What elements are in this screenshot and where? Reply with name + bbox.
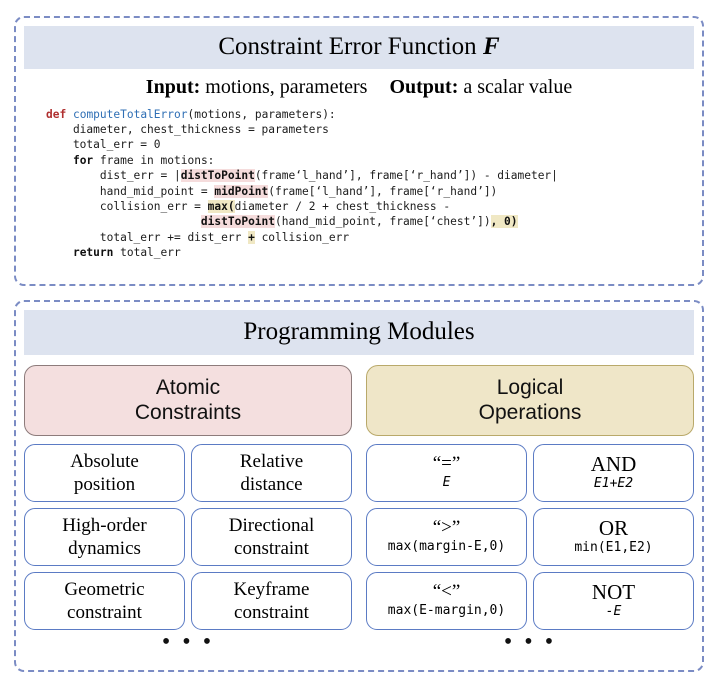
atomic-row-1: Absolute position Relative distance <box>24 443 352 502</box>
module-symbol: “=” <box>432 453 461 474</box>
module-keyframe-constraint[interactable]: Keyframe constraint <box>191 571 352 630</box>
module-formula: min(E1,E2) <box>574 539 653 555</box>
atomic-row-2: High-order dynamics Directional constrai… <box>24 507 352 566</box>
output-label: Output: <box>389 75 459 98</box>
logical-row-2: “>” max(margin-E,0) OR min(E1,E2) <box>366 507 694 566</box>
category-header-row: Atomic Constraints Logical Operations <box>24 364 694 436</box>
module-label-line1: Geometric <box>64 578 145 600</box>
atomic-ellipsis: • • • <box>161 628 215 655</box>
module-label-line1: Directional <box>228 514 315 536</box>
code-line5-pre: dist_err = | <box>46 169 181 183</box>
code-function-name: computeTotalError <box>72 107 188 121</box>
category-logical-operations[interactable]: Logical Operations <box>366 364 694 436</box>
code-line6-post: (frame[‘l_hand’], frame[‘r_hand’]) <box>268 184 498 198</box>
module-formula: -E <box>605 603 622 619</box>
code-block: def computeTotalError(motions, parameter… <box>16 101 702 261</box>
title-symbol-f: F <box>482 33 500 60</box>
module-label-line2: distance <box>240 473 303 495</box>
module-label-line2: constraint <box>67 601 142 623</box>
code-call-max: max( <box>207 199 235 213</box>
code-line7-pre: collision_err = <box>46 199 208 213</box>
programming-modules-title: Programming Modules <box>24 310 694 355</box>
code-line9-post: collision_err <box>254 230 350 244</box>
code-keyword-return: return <box>72 246 114 260</box>
code-line9-pre: total_err += dist_err <box>46 230 249 244</box>
module-symbol: “>” <box>432 517 461 538</box>
code-line8-mid: (hand_mid_point, frame[‘chest’]) <box>275 215 491 229</box>
code-max-tail: , 0) <box>490 215 518 229</box>
input-output-line: Input: motions, parameters Output: a scal… <box>16 69 702 101</box>
category-atomic-line2: Constraints <box>134 400 242 424</box>
module-formula: E <box>442 475 451 490</box>
module-geometric-constraint[interactable]: Geometric constraint <box>24 571 185 630</box>
atomic-constraints-grid: Absolute position Relative distance High… <box>24 443 352 630</box>
module-symbol: OR <box>598 515 629 540</box>
module-or-operator[interactable]: OR min(E1,E2) <box>533 507 694 566</box>
code-keyword-def: def <box>46 107 67 121</box>
code-keyword-for: for <box>72 153 94 167</box>
category-atomic-constraints[interactable]: Atomic Constraints <box>24 364 352 436</box>
modules-grid: Absolute position Relative distance High… <box>24 443 694 630</box>
logical-row-3: “<” max(E-margin,0) NOT -E <box>366 571 694 630</box>
constraint-error-function-title: Constraint Error Function F <box>24 26 694 69</box>
module-formula: max(margin-E,0) <box>387 539 506 554</box>
code-line4-rest: frame in motions: <box>93 153 215 167</box>
module-label-line1: Absolute <box>70 450 139 472</box>
module-symbol: “<” <box>432 581 461 602</box>
code-line7-post: diameter / 2 + chest_thickness - <box>234 199 451 213</box>
logical-ellipsis: • • • <box>503 628 557 655</box>
atomic-row-3: Geometric constraint Keyframe constraint <box>24 571 352 630</box>
code-line8-pre <box>46 215 201 228</box>
module-and-operator[interactable]: AND E1+E2 <box>533 443 694 502</box>
module-label-line1: High-order <box>62 514 147 536</box>
module-high-order-dynamics[interactable]: High-order dynamics <box>24 507 185 566</box>
module-not-operator[interactable]: NOT -E <box>533 571 694 630</box>
module-label-line1: Keyframe <box>233 578 310 600</box>
module-directional-constraint[interactable]: Directional constraint <box>191 507 352 566</box>
module-equals-operator[interactable]: “=” E <box>366 443 527 502</box>
logical-operations-grid: “=” E AND E1+E2 “>” max(margin-E,0) OR <box>366 443 694 630</box>
module-less-than-operator[interactable]: “<” max(E-margin,0) <box>366 571 527 630</box>
code-call-disttopoint-2: distToPoint <box>200 215 276 229</box>
programming-modules-panel: Programming Modules Atomic Constraints L… <box>14 300 704 672</box>
module-greater-than-operator[interactable]: “>” max(margin-E,0) <box>366 507 527 566</box>
code-line5-post: (frame‘l_hand’], frame[‘r_hand’]) - diam… <box>254 169 558 183</box>
module-formula: E1+E2 <box>593 475 634 491</box>
input-label: Input: <box>145 75 201 98</box>
module-absolute-position[interactable]: Absolute position <box>24 443 185 502</box>
logical-row-1: “=” E AND E1+E2 <box>366 443 694 502</box>
ellipsis-row: • • • • • • <box>24 628 694 655</box>
module-formula: max(E-margin,0) <box>387 603 506 618</box>
module-label-line2: dynamics <box>68 537 141 559</box>
module-symbol: AND <box>590 451 637 476</box>
code-call-disttopoint-1: distToPoint <box>180 169 255 183</box>
code-line1-args: (motions, parameters): <box>187 107 336 121</box>
code-call-midpoint: midPoint <box>214 184 269 198</box>
code-operator-plus: + <box>248 230 255 244</box>
code-line6-pre: hand_mid_point = <box>46 184 215 198</box>
code-line10-rest: total_err <box>113 246 181 260</box>
module-symbol: NOT <box>591 579 636 604</box>
module-label-line1: Relative <box>239 450 304 472</box>
category-logical-line1: Logical <box>496 375 564 399</box>
module-label-line2: constraint <box>234 537 309 559</box>
module-relative-distance[interactable]: Relative distance <box>191 443 352 502</box>
code-line3: total_err = 0 <box>46 138 161 152</box>
input-value: motions, parameters <box>200 75 368 98</box>
module-label-line2: constraint <box>234 601 309 623</box>
constraint-error-function-panel: Constraint Error Function F Input: motio… <box>14 16 704 286</box>
module-label-line2: position <box>73 473 136 495</box>
category-atomic-line1: Atomic <box>155 375 221 399</box>
title-text: Constraint Error Function <box>218 33 483 60</box>
output-value: a scalar value <box>458 75 573 98</box>
code-line2: diameter, chest_thickness = parameters <box>46 122 329 136</box>
category-logical-line2: Operations <box>478 400 582 424</box>
